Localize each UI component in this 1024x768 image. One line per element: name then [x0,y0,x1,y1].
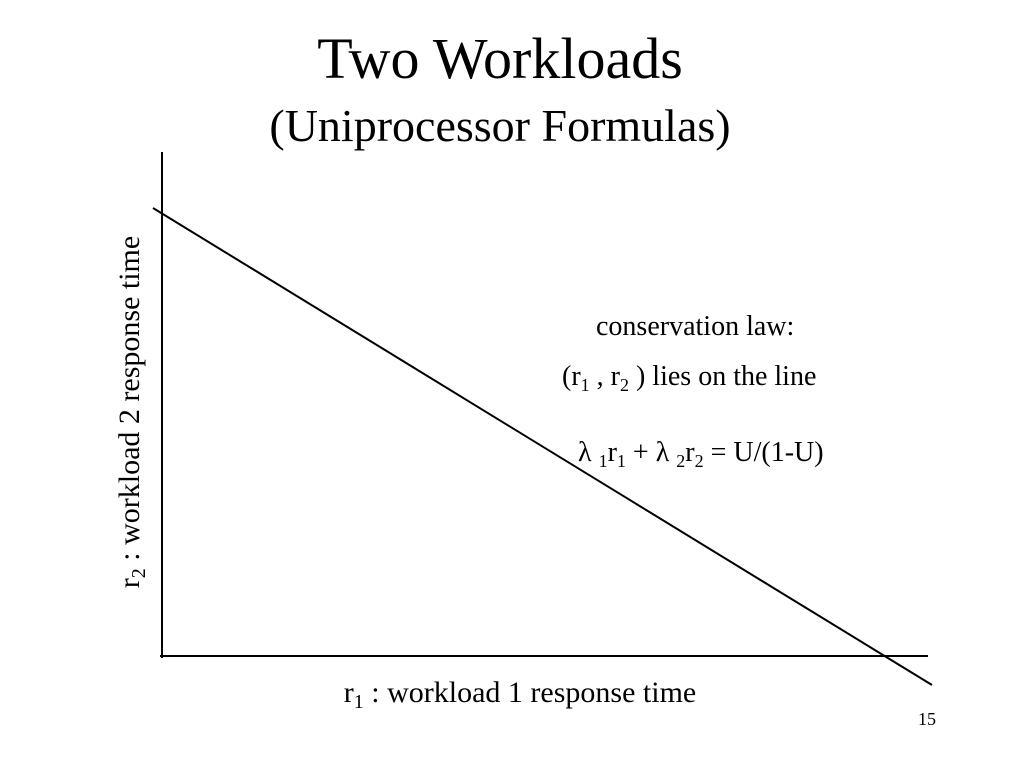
lambda-1: λ [578,437,592,468]
annotation-sub-1: 1 [580,375,590,395]
slide-title: Two Workloads [317,26,683,91]
eq-plus-lambda-2: + λ [625,437,677,468]
slide-subtitle: (Uniprocessor Formulas) [269,100,731,151]
page-number: 15 [918,709,936,729]
annotation-equation: λ 1r1 + λ 2r2 = U/(1-U) [578,436,824,470]
annotation-point-on-line: (r1 , r2 ) lies on the line [562,360,816,394]
annotation-sub-2: 2 [619,375,629,395]
conservation-law-line [152,207,933,686]
eq-r2: r [685,437,695,468]
x-axis-text: : workload 1 response time [363,676,697,709]
annotation-heading: conservation law: [596,310,794,344]
lambda-1-sub: 1 [598,451,608,471]
eq-r1-sub: 1 [616,451,626,471]
y-axis-var: r [113,578,146,589]
eq-r1: r [607,437,617,468]
annotation-open: (r [562,361,581,392]
annotation-heading-text: conservation law: [596,311,795,342]
annotation-close: ) lies on the line [628,361,817,392]
x-axis-var: r [343,676,354,709]
lambda-2-sub: 2 [676,451,686,471]
x-axis-sub: 1 [353,691,364,713]
eq-r2-sub: 2 [694,451,704,471]
y-axis-sub: 2 [128,568,150,579]
eq-rhs: = U/(1-U) [703,437,824,468]
x-axis-label: r1 : workload 1 response time [200,675,840,713]
y-axis-text: : workload 2 response time [113,235,146,569]
annotation-mid: , r [589,361,620,392]
